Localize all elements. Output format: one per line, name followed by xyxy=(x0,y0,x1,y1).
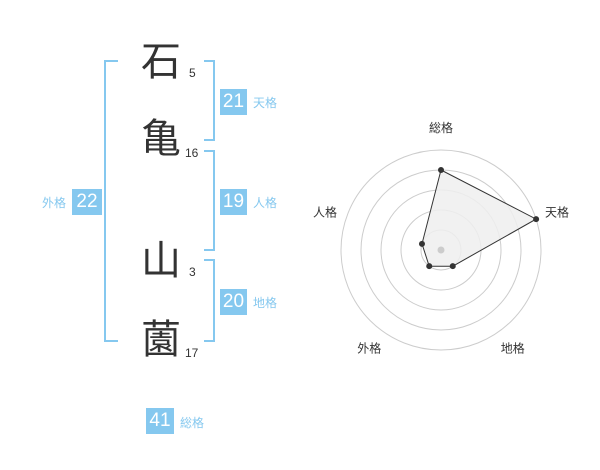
jinkaku-label: 人格 xyxy=(253,196,278,210)
chikaku-label: 地格 xyxy=(253,296,278,310)
radar-ring-5 xyxy=(340,149,542,351)
radar-point-3 xyxy=(449,263,456,270)
stroke-count-1: 5 xyxy=(189,66,196,80)
name-char-2: 亀 xyxy=(141,116,181,162)
gaikaku-badge: 22 xyxy=(72,189,102,215)
radar-axis-label-1: 総格 xyxy=(429,120,453,135)
name-char-3: 山 xyxy=(141,238,181,284)
chikaku-bracket xyxy=(204,259,215,342)
chikaku-badge: 20 xyxy=(220,289,247,315)
jinkaku-bracket xyxy=(204,150,215,251)
soukaku-label: 総格 xyxy=(180,416,205,430)
radar-area xyxy=(421,169,538,267)
stroke-count-3: 3 xyxy=(189,265,196,279)
radar-points xyxy=(418,167,540,270)
radar-point-1 xyxy=(438,167,444,173)
tenkaku-badge: 21 xyxy=(220,89,247,115)
radar-axis-label-5: 人格 xyxy=(313,204,337,219)
tenkaku-label: 天格 xyxy=(253,96,278,110)
name-char-4: 薗 xyxy=(141,317,181,363)
radar-point-4 xyxy=(426,263,433,270)
radar-point-5 xyxy=(418,240,425,247)
radar-center-dot xyxy=(437,246,445,254)
jinkaku-badge: 19 xyxy=(220,189,247,215)
radar-point-2 xyxy=(533,216,540,223)
name-char-1: 石 xyxy=(141,39,181,85)
soukaku-badge: 41 xyxy=(146,408,174,434)
radar-axis-label-4: 外格 xyxy=(357,341,381,356)
tenkaku-bracket xyxy=(204,60,215,141)
gaikaku-bracket xyxy=(104,60,118,342)
gaikaku-label: 外格 xyxy=(42,196,67,210)
radar-axis-label-2: 天格 xyxy=(545,204,569,219)
radar-axis-label-3: 地格 xyxy=(501,341,525,356)
stroke-count-4: 17 xyxy=(185,346,199,360)
stroke-count-2: 16 xyxy=(185,146,199,160)
